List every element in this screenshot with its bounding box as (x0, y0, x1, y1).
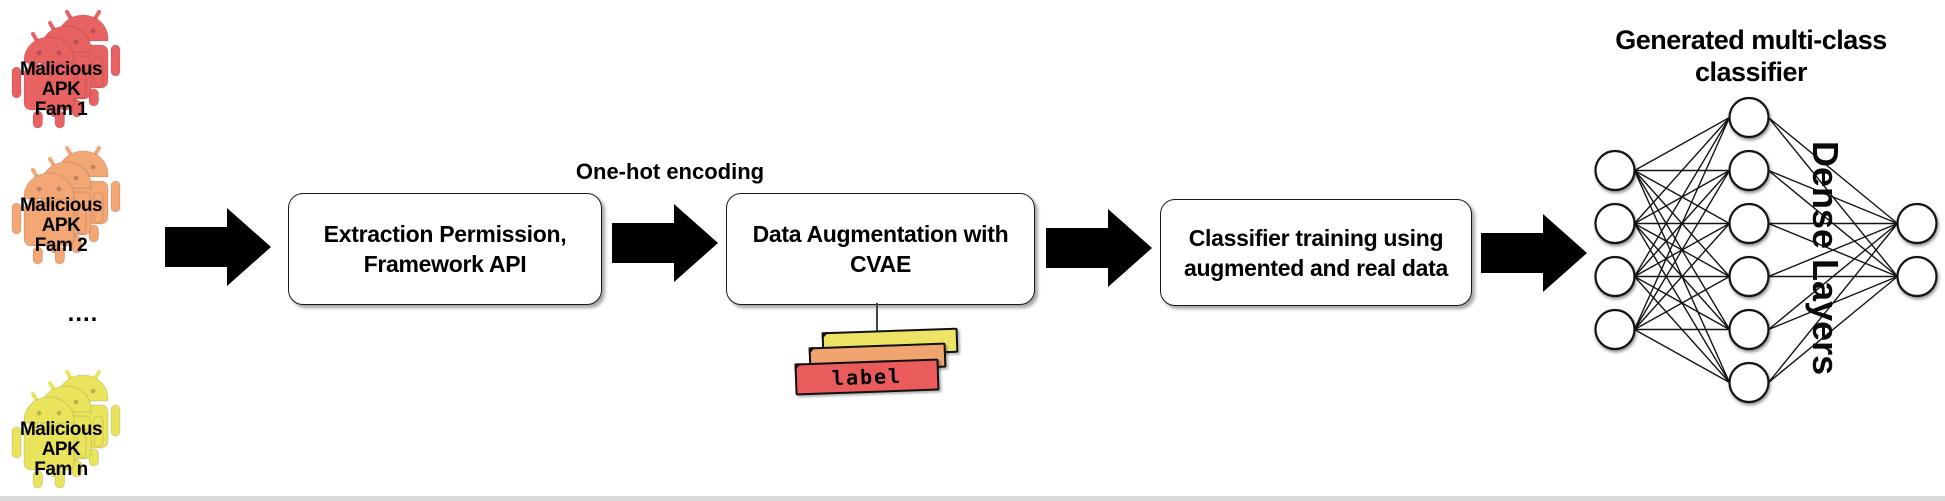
apk-family-2-group: Malicious APK Fam 2 (8, 140, 128, 272)
extraction-box-line2: Framework API (363, 251, 527, 277)
augmentation-box-line2: CVAE (850, 251, 911, 277)
label-connector-line (876, 303, 878, 336)
apk-family-n-label: Malicious APK Fam n (19, 419, 103, 480)
flow-arrow-icon (165, 208, 271, 286)
dense-layers-label: Dense Layers (1805, 141, 1846, 376)
label-card-text: label (831, 363, 903, 391)
bottom-edge (0, 496, 1945, 501)
apk-family-1-label: Malicious APK Fam 1 (19, 59, 103, 120)
training-box-line2: augmented and real data (1183, 254, 1449, 281)
apk-family-1-group: Malicious APK Fam 1 (8, 4, 128, 136)
flow-arrow-icon (1046, 209, 1152, 287)
flow-arrow-icon (612, 204, 718, 282)
apk-family-2-label: Malicious APK Fam 2 (19, 195, 103, 256)
augmentation-box-line1: Data Augmentation with (752, 221, 1009, 247)
one-hot-encoding-caption: One-hot encoding (575, 159, 765, 184)
label-cards: label (790, 326, 968, 404)
training-box: Classifier training using augmented and … (1160, 199, 1472, 306)
training-box-line1: Classifier training using (1188, 224, 1444, 251)
neural-network-graphic (1594, 96, 1938, 404)
apk-family-n-group: Malicious APK Fam n (8, 364, 128, 496)
network-title: Generated multi-class classifier (1615, 25, 1887, 87)
flow-arrow-icon (1481, 214, 1587, 292)
extraction-box-line1: Extraction Permission, (323, 221, 567, 247)
augmentation-box: Data Augmentation with CVAE (726, 193, 1035, 305)
family-ellipsis: .... (67, 300, 99, 327)
extraction-box: Extraction Permission, Framework API (288, 193, 602, 305)
label-card-red: label (794, 358, 940, 396)
